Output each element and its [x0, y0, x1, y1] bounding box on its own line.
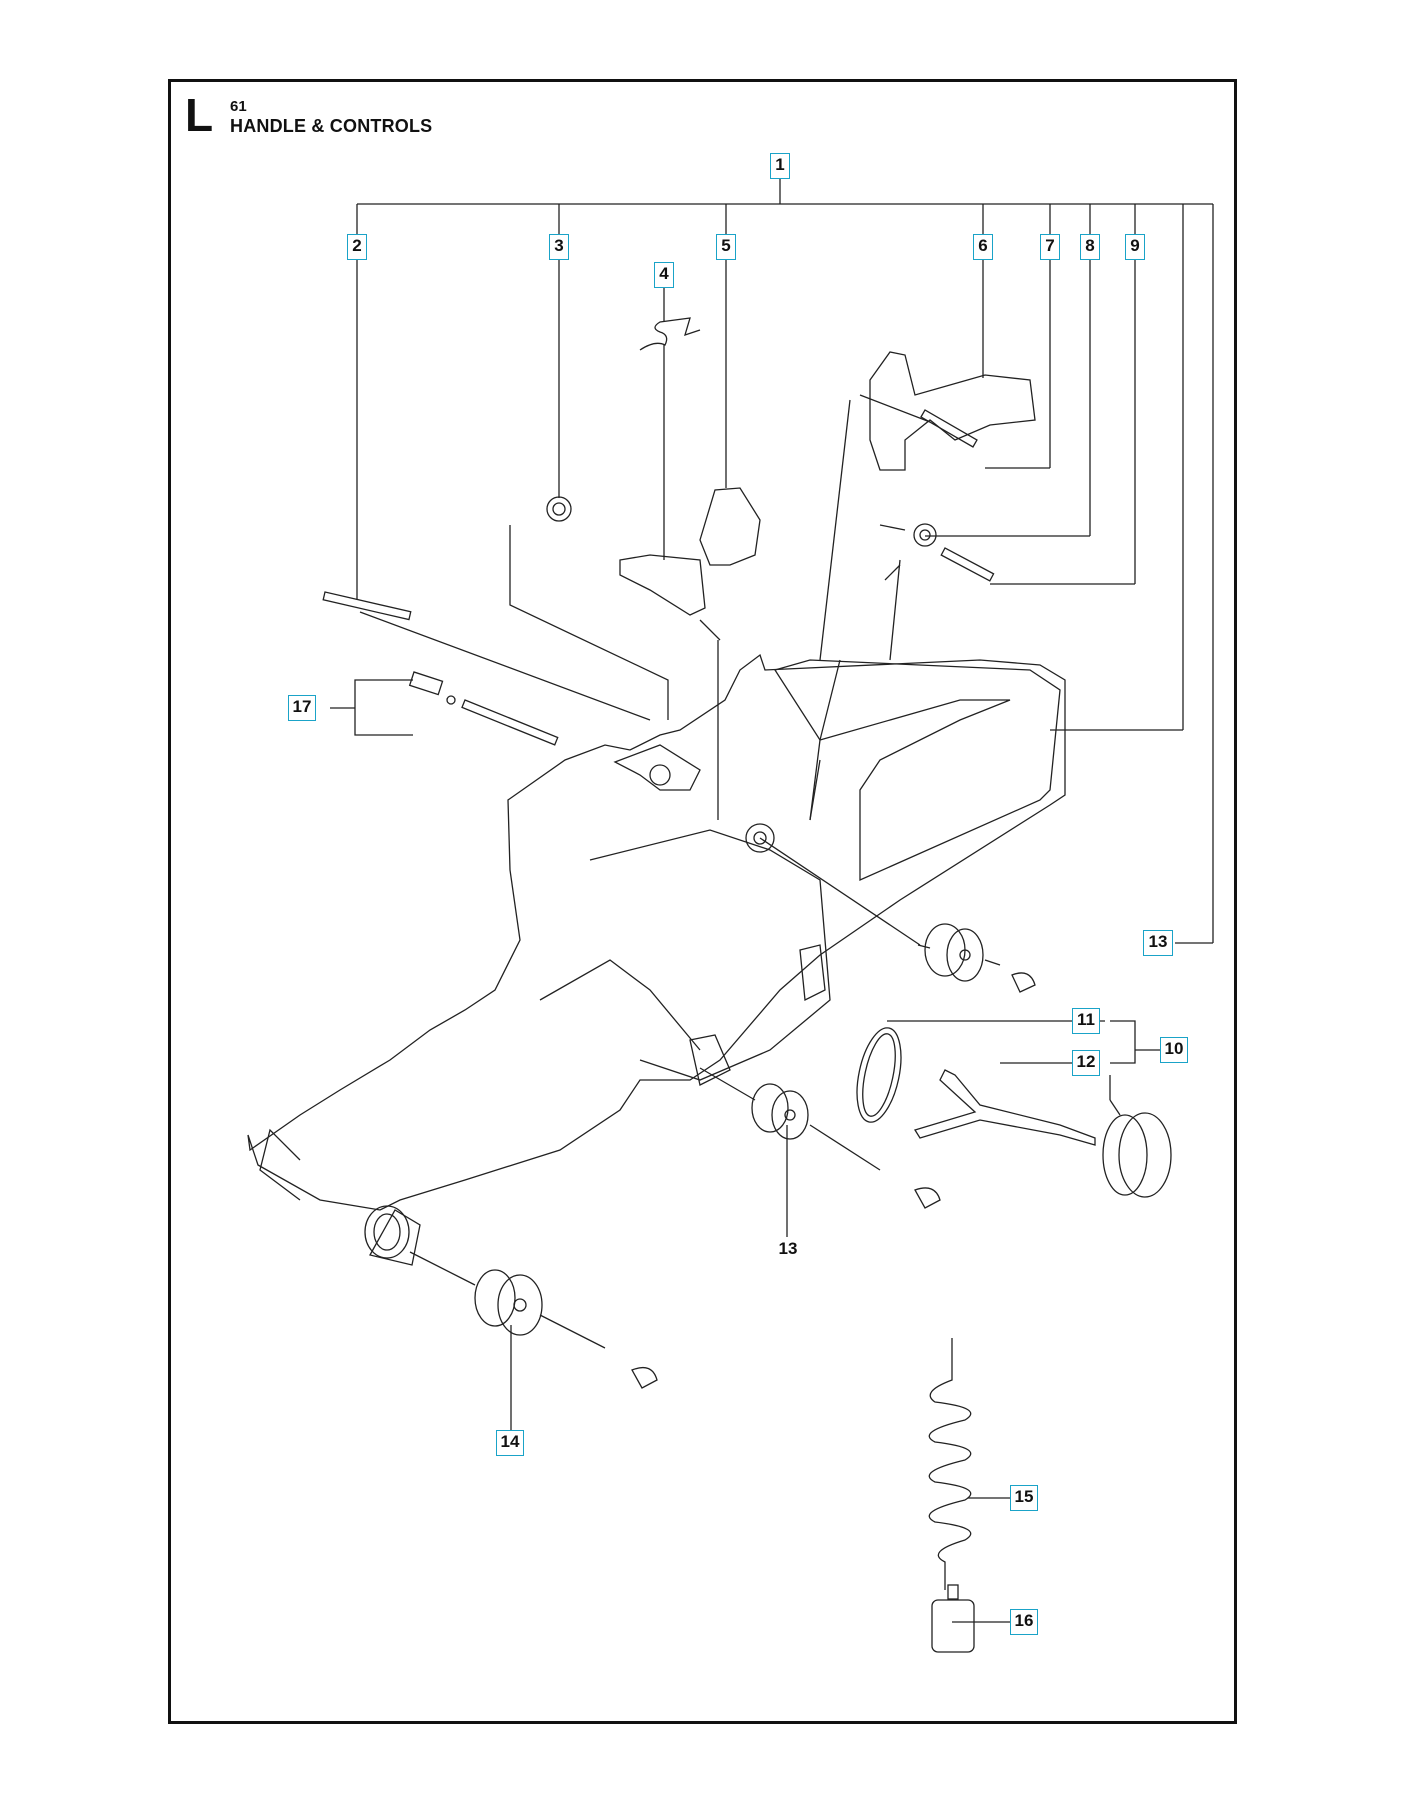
fuel-cap-assembly — [856, 1027, 1172, 1198]
callout-4: 4 — [654, 262, 674, 288]
callout-14: 14 — [496, 1430, 524, 1456]
section-letter: L — [185, 89, 214, 141]
callout-16: 16 — [1010, 1609, 1038, 1635]
tank-opening — [689, 1034, 731, 1086]
section-title: HANDLE & CONTROLS — [230, 116, 433, 136]
pin-2 — [322, 591, 412, 621]
section-number: 61 — [230, 98, 247, 115]
pivot-hole-lower — [745, 823, 775, 853]
parts-17 — [408, 671, 559, 746]
callout-17: 17 — [288, 695, 316, 721]
trigger-6 — [869, 351, 1036, 471]
rear-handle-body — [247, 653, 1066, 1211]
fuel-filter-16 — [931, 1599, 975, 1653]
callout-8: 8 — [1080, 234, 1100, 260]
cap-10 — [1102, 1114, 1148, 1196]
callout-2: 2 — [347, 234, 367, 260]
callout-15: 15 — [1010, 1485, 1038, 1511]
pin-7 — [920, 409, 978, 448]
av-element-14 — [409, 1251, 658, 1389]
bracket-17 — [354, 679, 413, 736]
spring-4 — [639, 317, 701, 351]
callout-3: 3 — [549, 234, 569, 260]
callout-5: 5 — [716, 234, 736, 260]
av-element-13-lower — [699, 1067, 941, 1209]
callout-13-lower: 13 — [778, 1239, 798, 1258]
spring-8 — [913, 523, 937, 547]
callout-10: 10 — [1160, 1037, 1188, 1063]
diagram-frame — [168, 79, 1237, 1724]
spring-3 — [546, 496, 572, 522]
strap-12 — [913, 1069, 1096, 1146]
callout-12: 12 — [1072, 1050, 1100, 1076]
callout-13-upper: 13 — [1143, 930, 1173, 956]
av-element-13-upper — [759, 837, 1036, 993]
pin-9 — [940, 547, 995, 582]
callout-11: 11 — [1072, 1008, 1100, 1034]
callout-9: 9 — [1125, 234, 1145, 260]
callout-7: 7 — [1040, 234, 1060, 260]
fuel-hose-15 — [928, 1338, 972, 1590]
callout-6: 6 — [973, 234, 993, 260]
filter-neck-16 — [947, 1584, 959, 1600]
callout-1: 1 — [770, 153, 790, 179]
lever-5 — [619, 554, 706, 616]
pivot-hole-upper — [649, 764, 671, 786]
front-tube — [369, 1209, 421, 1266]
o-ring-11 — [856, 1027, 902, 1123]
